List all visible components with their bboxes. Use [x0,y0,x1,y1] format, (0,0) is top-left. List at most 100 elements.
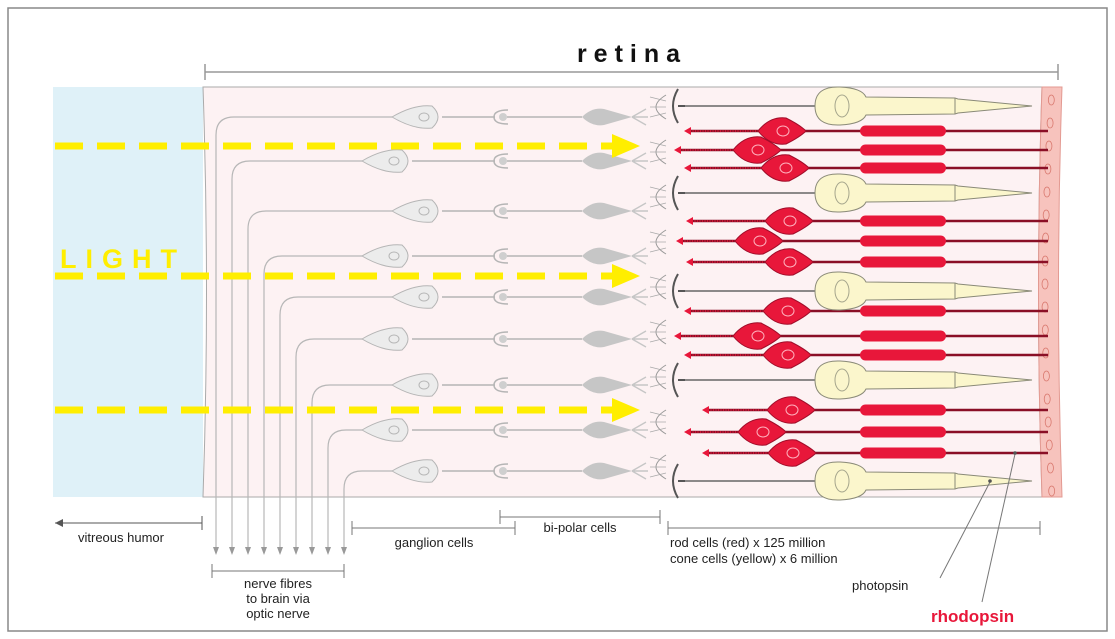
bipolar-fan [631,376,648,394]
ganglion-cell [361,244,409,268]
bipolar-cell [582,202,632,220]
epithelium-cell [1048,485,1056,497]
synapse-node [499,157,507,165]
synapse-tendril [649,456,667,478]
retina-bracket [204,64,1059,80]
rod-outer-segment [860,426,946,438]
bipolar-cell [582,288,632,306]
rod-outer-segment [860,162,946,174]
bipolar-cell [582,462,632,480]
synapse-node [499,381,507,389]
vitreous-label-group: vitreous humor [55,516,203,545]
synapse-tendril [649,141,667,163]
nerve-label-line3: optic nerve [246,606,310,621]
epithelium-cell [1045,140,1053,152]
ganglion-nucleus [418,112,430,122]
cone-cell-terminal [672,463,685,499]
nerve-fibre-arrowhead [277,547,283,555]
epithelium-band [1038,86,1063,498]
cone-cell-terminal [672,88,685,124]
nerve-fibre [247,210,392,552]
synapse-tendril [649,321,667,343]
rod-cell-body [764,207,814,235]
epithelium-cell [1042,232,1049,244]
ganglion-cell [361,418,409,442]
rod-cell-terminal [684,351,691,359]
ganglion-nucleus [388,156,400,166]
ganglion-nucleus [388,251,400,261]
ganglion-nucleus [418,292,430,302]
cone-cell-nucleus [834,469,850,493]
bipolar-cell-layer [493,108,648,480]
rod-cell-body [757,117,807,145]
rod-cell-body [764,248,814,276]
synapse-cup [493,289,509,305]
epithelium-cell [1045,439,1053,451]
rod-cell-nucleus [783,256,797,268]
bipolar-cell [582,247,632,265]
rhodopsin-label: rhodopsin [931,607,1014,626]
bipolar-cell [582,421,632,439]
ganglion-cell [391,199,439,223]
rod-cell-terminal [686,258,693,266]
photopsin-pointer-dot [988,479,992,483]
nerve-label-line2: to brain via [246,591,310,606]
synapse-cup [493,248,509,264]
ganglion-label: ganglion cells [395,535,474,550]
rod-cell-nucleus [786,447,800,459]
synapse-tendril [649,366,667,388]
rod-cell-body [767,439,817,467]
cone-cell-nucleus [834,279,850,303]
synapse-tendril [649,231,667,253]
rod-cell-body [737,418,787,446]
nerve-fibres [213,116,392,555]
rod-outer-segment [860,125,946,137]
rod-cell-nucleus [779,162,793,174]
rod-cell-terminal [702,406,709,414]
rod-cell-terminal [686,217,693,225]
nerve-fibre [215,116,392,552]
rod-outer-segment [860,256,946,268]
cone-cell-terminal [672,362,685,398]
photoreceptor-layer [672,86,1048,501]
nerve-fibre [279,296,392,552]
ganglion-cell [361,149,409,173]
rod-cell-nucleus [783,215,797,227]
cone-cell [814,461,1033,501]
bipolar-cell [582,376,632,394]
rod-cell-terminal [684,428,691,436]
ganglion-cell [361,327,409,351]
nerve-fibre [231,160,362,552]
rod-outer-segment [860,144,946,156]
rod-outer-segment [860,447,946,459]
epithelium-cell [1043,393,1051,405]
ganglion-nucleus [418,380,430,390]
bipolar-fan [631,421,648,439]
rod-outer-segment [860,305,946,317]
rhodopsin-pointer-dot [1013,451,1017,455]
nerve-fibre-arrowhead [245,547,251,555]
photopsin-label: photopsin [852,578,908,593]
synapse-cup [493,331,509,347]
synapse-node [499,335,507,343]
cone-cell-nucleus [834,368,850,392]
rod-cell-body [766,396,816,424]
nerve-fibre [263,255,362,552]
synapse-layer [649,94,667,480]
rod-cell-terminal [684,127,691,135]
cone-cell [814,86,1033,126]
bipolar-label-group [499,510,661,524]
rod-cell-nucleus [776,125,790,137]
ganglion-nucleus [388,334,400,344]
nerve-fibre-arrowhead [261,547,267,555]
rhodopsin-pointer [981,453,1016,603]
bipolar-fan [631,330,648,348]
cone-cell-nucleus [834,94,850,118]
nerve-fibre [311,384,392,552]
rods-label-line2: cone cells (yellow) x 6 million [670,551,838,566]
rod-cell-body [762,341,812,369]
nerve-fibre [295,338,362,552]
vitreous-label: vitreous humor [78,530,165,545]
synapse-tendril [649,276,667,298]
